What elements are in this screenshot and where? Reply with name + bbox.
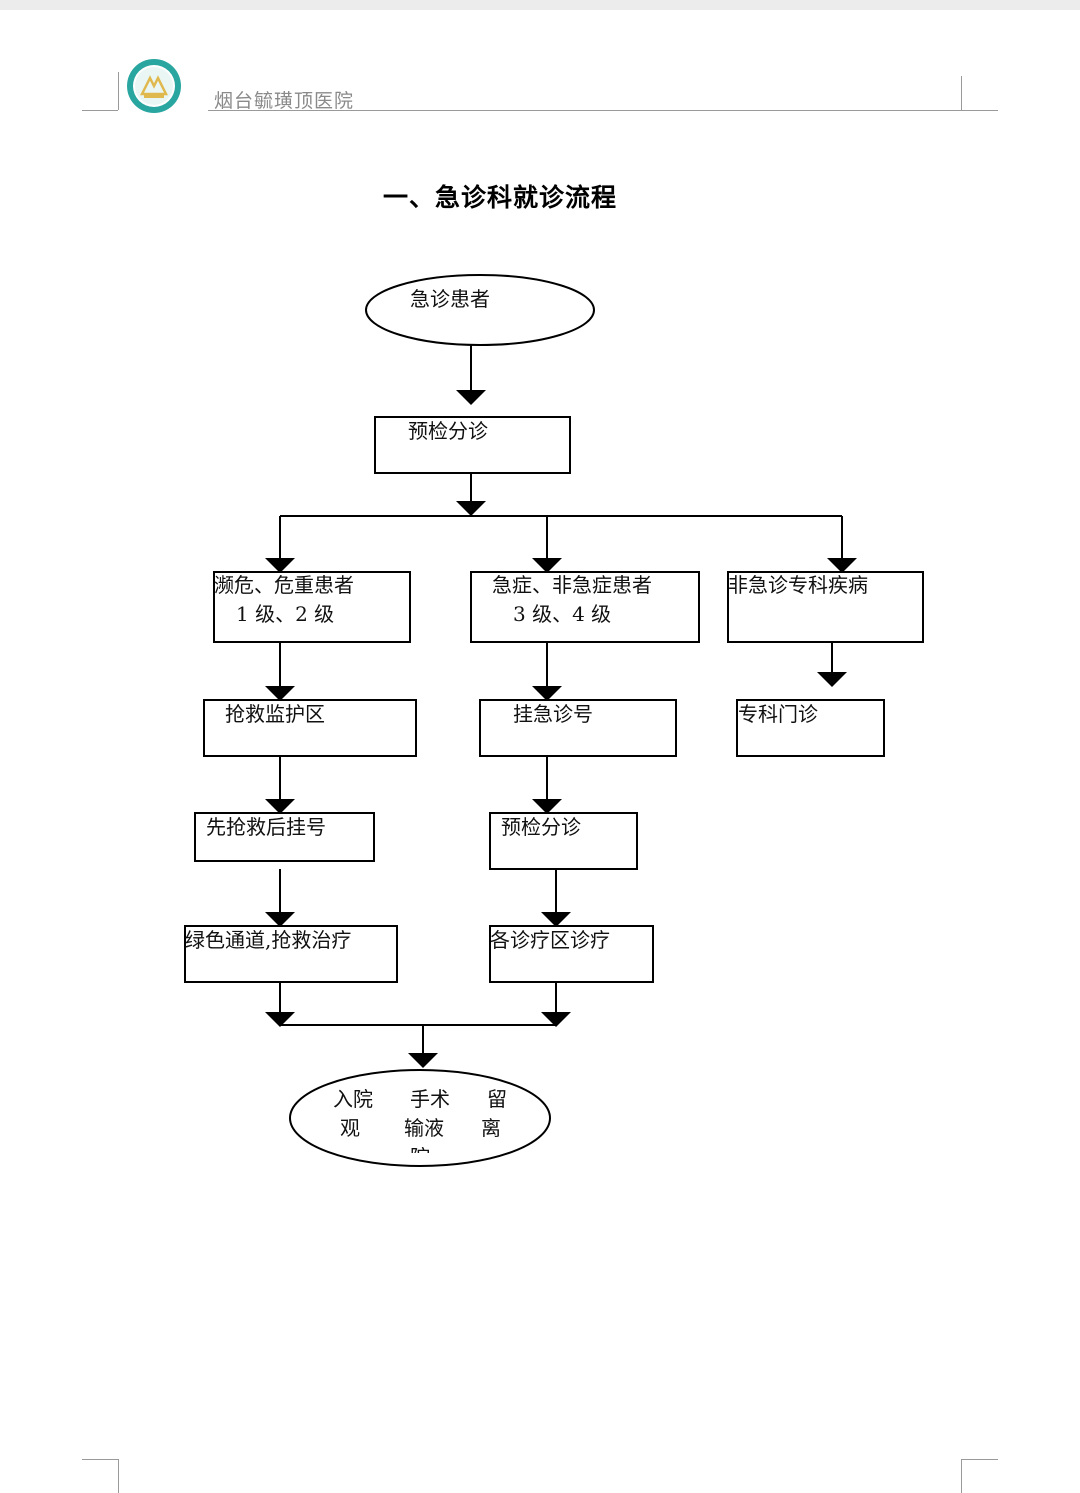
top-band [0,0,1080,10]
critical-box [213,571,411,643]
outcome-discharge-suffix: 院 [410,1141,430,1153]
green-channel-label: 绿色通道,抢救治疗 [185,928,352,952]
urgent-box [470,571,700,643]
green-channel-box [184,925,398,983]
arrow-head [541,1012,571,1027]
critical-title: 濒危、危重患者 [214,573,354,597]
specialty-clinic-box [736,699,885,757]
crop-mark-br-h [962,1459,998,1460]
arrow-head [265,686,295,701]
rescue-area-label: 抢救监护区 [225,702,325,726]
arrow-head [265,799,295,814]
outcome-observation: 观 [340,1116,360,1140]
triage-2-label: 预检分诊 [501,815,581,839]
arrow-head [456,501,486,516]
rescue-first-box [194,812,375,862]
crop-mark-tl-h [82,110,118,111]
arrow-head [532,799,562,814]
hospital-seal-icon [127,59,181,113]
document-title: 一、急诊科就诊流程 [382,183,617,212]
arrow-head [265,912,295,927]
register-label: 挂急诊号 [513,702,593,726]
register-box [479,699,677,757]
arrow-head [408,1053,438,1068]
treatment-area-box [489,925,654,983]
outcome-leave: 离 [481,1116,501,1140]
header-rule [208,110,998,111]
crop-mark-br-v [961,1459,962,1493]
critical-level: 1 级、2 级 [236,602,335,626]
crop-mark-bl-v [118,1459,119,1493]
start-oval [365,274,595,346]
hospital-name: 烟台毓璜顶医院 [214,90,355,112]
arrow-head [532,558,562,573]
outcome-stay: 留 [487,1087,507,1111]
arrow-head [265,558,295,573]
urgent-level: 3 级、4 级 [513,602,612,626]
outcome-infusion: 输液 [404,1116,444,1140]
arrow-head [827,558,857,573]
rescue-first-label: 先抢救后挂号 [206,815,326,839]
crop-mark-tr-v [961,76,962,110]
outcome-admission: 入院 [333,1087,373,1111]
arrow-head [456,390,486,405]
start-label: 急诊患者 [410,287,490,311]
arrow-head [265,1012,295,1027]
triage-2-box [489,812,638,870]
urgent-title: 急症、非急症患者 [492,573,652,597]
triage-label: 预检分诊 [408,419,488,443]
outcome-oval [289,1069,551,1167]
arrow-head [541,912,571,927]
triage-box [374,416,571,474]
treatment-area-label: 各诊疗区诊疗 [490,928,610,952]
specialty-clinic-label: 专科门诊 [738,702,818,726]
arrow-head [817,672,847,687]
rescue-area-box [203,699,417,757]
crop-mark-bl-h [82,1459,118,1460]
specialty-title: 非急诊专科疾病 [728,573,868,597]
arrow-head [532,686,562,701]
outcome-surgery: 手术 [410,1087,450,1111]
crop-mark-tl-v [118,72,119,110]
specialty-box [727,571,924,643]
